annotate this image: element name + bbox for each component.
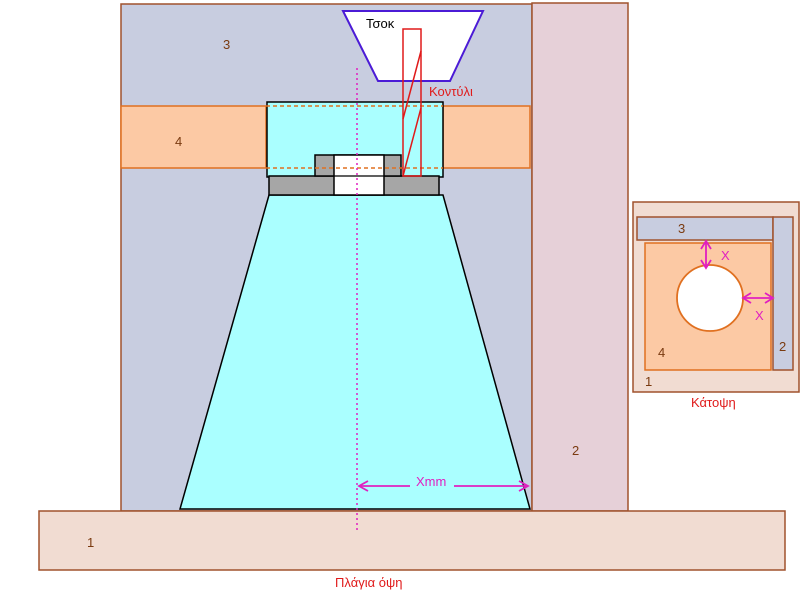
top-view-caption: Κάτοψη bbox=[691, 395, 736, 410]
dimension-arrow-left bbox=[357, 480, 369, 492]
side-view: 3 4 2 1 Τσοκ Κοντύλι Xmm Πλάγια όψη bbox=[38, 2, 786, 590]
side-label-part-3: 3 bbox=[223, 37, 230, 52]
dimension-arrow-right bbox=[518, 480, 530, 492]
top-column-part-2 bbox=[772, 216, 794, 371]
base-part-1 bbox=[38, 510, 786, 571]
chuck-label: Τσοκ bbox=[366, 16, 395, 31]
center-hole bbox=[333, 154, 385, 196]
top-x-label-horizontal: X bbox=[755, 308, 764, 323]
side-label-part-1: 1 bbox=[87, 535, 94, 550]
side-label-part-2: 2 bbox=[572, 443, 579, 458]
clamp-arm-right-part-4 bbox=[442, 105, 531, 169]
top-view: 3 4 2 1 X X Κάτοψη bbox=[632, 201, 800, 410]
top-x-vertical-arrow-up bbox=[700, 239, 712, 250]
dimension-label: Xmm bbox=[416, 474, 446, 489]
pencil-label: Κοντύλι bbox=[429, 84, 473, 99]
column-part-2 bbox=[531, 2, 629, 512]
top-label-part-1: 1 bbox=[645, 374, 652, 389]
chuck bbox=[341, 10, 485, 82]
pencil-hatch-1 bbox=[402, 50, 422, 120]
pencil bbox=[402, 28, 422, 177]
top-x-vertical-arrow-down bbox=[700, 259, 712, 270]
top-label-part-4: 4 bbox=[658, 345, 665, 360]
side-label-part-4: 4 bbox=[175, 134, 182, 149]
dimension-label-bg bbox=[410, 476, 454, 492]
top-x-label-vertical: X bbox=[721, 248, 730, 263]
top-label-part-3: 3 bbox=[678, 221, 685, 236]
side-view-caption: Πλάγια όψη bbox=[335, 575, 402, 590]
top-hole bbox=[676, 264, 744, 332]
pencil-hatch-2 bbox=[402, 107, 422, 177]
clamp-arm-left-part-4 bbox=[120, 105, 267, 169]
top-back-plate-part-3 bbox=[636, 216, 774, 241]
top-x-horizontal-arrow-right bbox=[764, 292, 775, 304]
top-x-horizontal-arrow-left bbox=[741, 292, 752, 304]
top-label-part-2: 2 bbox=[779, 339, 786, 354]
